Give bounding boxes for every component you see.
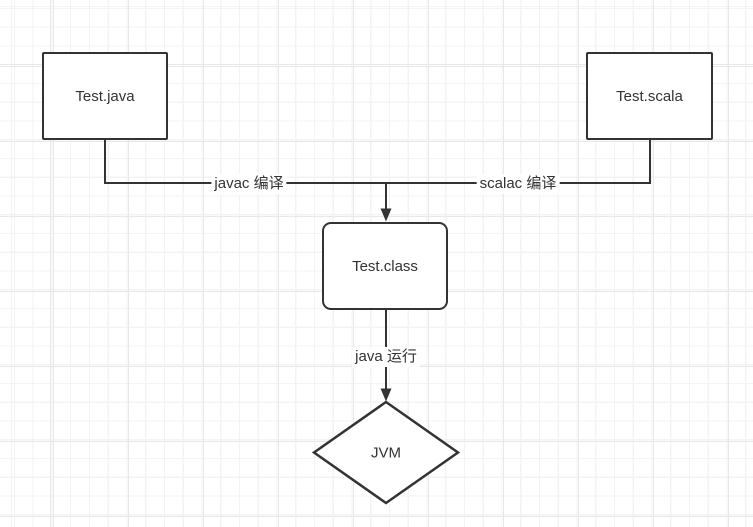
node-jvm-diamond[interactable] bbox=[311, 400, 461, 505]
node-test-scala[interactable]: Test.scala bbox=[586, 52, 713, 140]
node-test-java[interactable]: Test.java bbox=[42, 52, 168, 140]
node-jvm-label: JVM bbox=[371, 444, 401, 462]
edge-label-java-run[interactable]: java 运行 bbox=[352, 347, 420, 367]
node-test-class[interactable]: Test.class bbox=[322, 222, 448, 310]
arrowhead-icon bbox=[380, 208, 392, 222]
edge-scalac-compile[interactable] bbox=[386, 140, 651, 184]
node-test-java-label: Test.java bbox=[75, 87, 135, 105]
node-test-class-label: Test.class bbox=[352, 257, 418, 275]
arrowhead-icon bbox=[380, 388, 392, 402]
edge-label-scalac-compile[interactable]: scalac 编译 bbox=[476, 174, 560, 194]
edge-label-javac-compile[interactable]: javac 编译 bbox=[211, 174, 287, 194]
node-test-scala-label: Test.scala bbox=[616, 87, 683, 105]
